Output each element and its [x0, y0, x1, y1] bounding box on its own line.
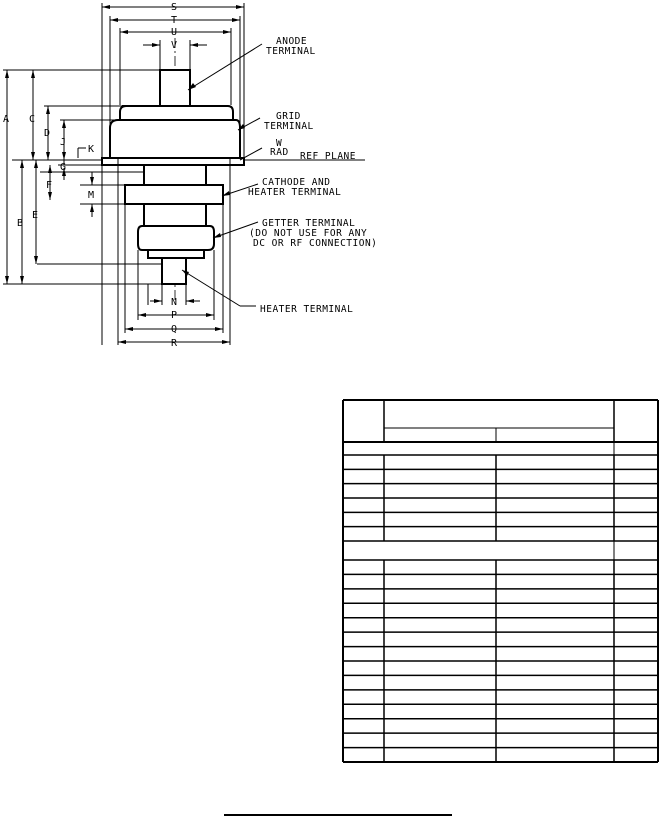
dim-label-p: P [171, 310, 177, 321]
dim-label-e: E [32, 210, 38, 221]
dim-label-u: U [171, 27, 177, 38]
dim-label-k: K [88, 144, 94, 155]
getter-label-3: DC OR RF CONNECTION) [253, 238, 377, 249]
grid-terminal-label-2: TERMINAL [264, 121, 314, 132]
anode-terminal-label-1: ANODE [276, 36, 307, 47]
dim-label-v: V [171, 40, 177, 51]
bottom-dimensions [117, 158, 231, 345]
dim-label-f: F [46, 180, 52, 191]
top-dimensions [101, 3, 245, 345]
dim-label-d: D [44, 128, 50, 139]
anode-terminal-label-2: TERMINAL [266, 46, 316, 57]
left-dimensions [3, 69, 162, 285]
w-rad-label-2: RAD [270, 147, 289, 158]
dim-label-s: S [171, 2, 177, 13]
heater-terminal-label: HEATER TERMINAL [260, 304, 353, 315]
dim-label-r: R [171, 338, 178, 349]
leader-lines [181, 43, 365, 307]
ref-plane-label: REF PLANE [300, 151, 356, 162]
table-grid [342, 399, 659, 763]
dim-label-n: N [171, 297, 177, 308]
getter-label-2: (DO NOT USE FOR ANY [249, 228, 367, 239]
dim-label-c: C [29, 114, 35, 125]
footer-rule [224, 814, 452, 816]
dimension-letters: S T U V A C D J K G F M B E N P Q R [3, 2, 178, 349]
w-rad-label-1: W [276, 138, 282, 149]
grid-terminal-label-1: GRID [276, 111, 301, 122]
cathode-label-1: CATHODE AND [262, 177, 330, 188]
callout-labels: ANODE TERMINAL GRID TERMINAL W RAD REF P… [248, 36, 377, 315]
cathode-label-2: HEATER TERMINAL [248, 187, 341, 198]
dim-label-m: M [88, 190, 94, 201]
dim-label-a: A [3, 114, 9, 125]
tube-body [101, 69, 245, 285]
dim-label-j: J [60, 137, 66, 148]
dim-label-b: B [17, 218, 23, 229]
dim-label-q: Q [171, 324, 177, 335]
dim-label-g: G [60, 162, 66, 173]
getter-label-1: GETTER TERMINAL [262, 218, 355, 229]
dim-label-t: T [171, 15, 177, 26]
